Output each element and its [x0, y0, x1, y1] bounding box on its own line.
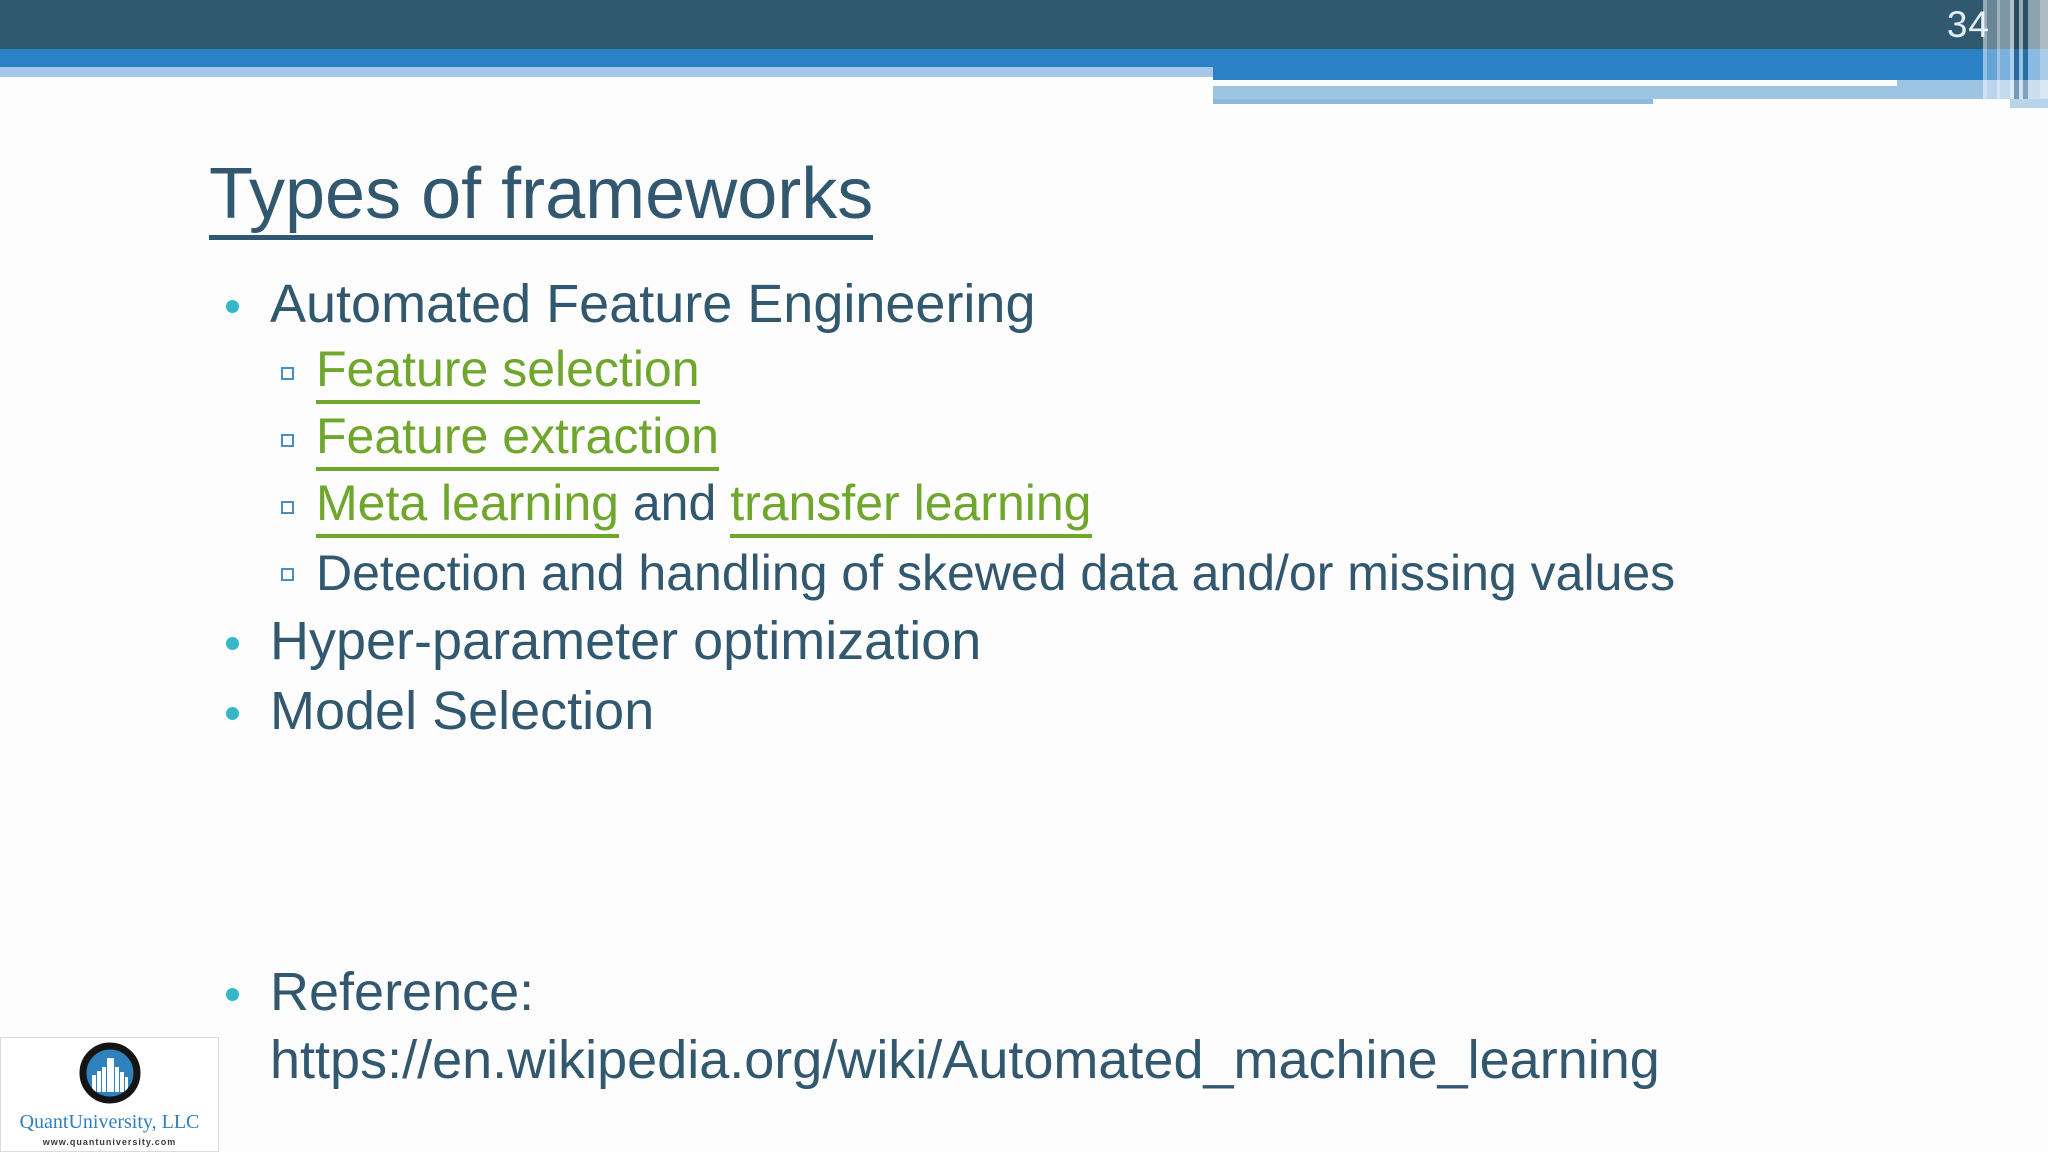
bullet-text: Automated Feature Engineering — [270, 274, 1036, 334]
decor-stripe — [2023, 0, 2028, 106]
logo-company-name: QuantUniversity, LLC — [19, 1111, 200, 1133]
bullet-dot-icon — [226, 299, 239, 313]
decor-stripe — [2014, 0, 2019, 106]
link-meta-learning[interactable]: Meta learning — [316, 474, 619, 538]
bullet-dot-icon — [226, 987, 239, 1001]
bullet-square-icon — [281, 367, 294, 380]
link-feature-extraction[interactable]: Feature extraction — [316, 407, 719, 471]
sub-bullet-skewed-data: Detection and handling of skewed data an… — [0, 539, 2048, 606]
sub-bullet-text: Feature selection — [316, 340, 700, 404]
logo-website: www.quantuniversity.com — [42, 1137, 177, 1147]
bullet-square-icon — [281, 568, 294, 581]
bullet-item-reference: Reference: — [0, 958, 2048, 1026]
bullet-text: Model Selection — [270, 681, 655, 741]
bullet-item-model-selection: Model Selection — [0, 676, 2048, 746]
sub-bullet-meta-transfer-learning: Meta learning and transfer learning — [0, 472, 2048, 539]
header-bar-dark: 34 — [0, 0, 2048, 49]
sub-bullet-connector: and — [618, 474, 731, 531]
bullet-dot-icon — [226, 706, 239, 720]
decor-stripe — [2010, 0, 2014, 106]
sub-bullet-feature-selection: Feature selection — [0, 338, 2048, 405]
header-stripe-blue-right — [1213, 67, 2048, 80]
bullet-item-automated-feature-engineering: Automated Feature Engineering — [0, 270, 2048, 338]
sub-bullet-text: Detection and handling of skewed data an… — [316, 544, 1676, 601]
header-stripe-white — [1213, 80, 1897, 86]
header-bar-blue — [0, 49, 2048, 67]
decor-stripe — [1997, 0, 2000, 104]
bullet-item-hyper-parameter-optimization: Hyper-parameter optimization — [0, 606, 2048, 676]
reference-block: Reference: https://en.wikipedia.org/wiki… — [0, 958, 2048, 1094]
slide-title: Types of frameworks — [209, 158, 2048, 240]
decor-stripe — [2028, 0, 2040, 110]
bullet-square-icon — [281, 501, 294, 514]
reference-label: Reference: — [270, 962, 535, 1022]
header-stripe-light-left — [0, 67, 1213, 77]
header-stripe-light-lower — [1213, 99, 1653, 104]
bullet-text: Hyper-parameter optimization — [270, 611, 982, 671]
quantuniversity-logo-card: QuantUniversity, LLC www.quantuniversity… — [0, 1037, 219, 1152]
reference-url: https://en.wikipedia.org/wiki/Automated_… — [270, 1030, 1660, 1090]
decor-stripe — [1983, 0, 1987, 104]
bullet-dot-icon — [226, 636, 239, 650]
quantuniversity-logo-icon — [1, 1041, 218, 1110]
decor-stripe — [1987, 0, 1997, 104]
page-number: 34 — [1946, 4, 1990, 45]
decor-stripe — [2040, 0, 2048, 103]
decor-stripe — [2000, 0, 2010, 106]
sub-bullet-text: Meta learning and transfer learning — [316, 474, 1092, 538]
slide-content: Types of frameworks Automated Feature En… — [0, 150, 2048, 1094]
decor-stripe — [2010, 99, 2048, 108]
decor-stripe — [2019, 0, 2023, 106]
link-feature-selection[interactable]: Feature selection — [316, 340, 700, 404]
sub-bullet-feature-extraction: Feature extraction — [0, 405, 2048, 472]
reference-url-row: https://en.wikipedia.org/wiki/Automated_… — [0, 1026, 2048, 1094]
sub-bullet-text: Feature extraction — [316, 407, 719, 471]
link-transfer-learning[interactable]: transfer learning — [730, 474, 1092, 538]
buildings-circle-icon — [79, 1042, 140, 1104]
bullet-square-icon — [281, 434, 294, 447]
